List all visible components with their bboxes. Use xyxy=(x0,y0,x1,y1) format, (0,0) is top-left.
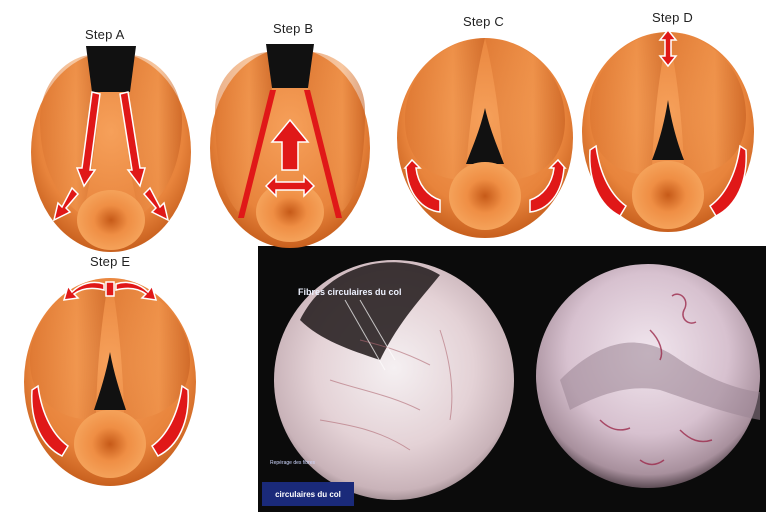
photo-caption: Fibres circulaires du col xyxy=(298,287,402,297)
photo-corner-label: circulaires du col xyxy=(275,490,341,499)
cervix xyxy=(632,161,704,229)
photo-corner-label-box: circulaires du col xyxy=(262,482,354,506)
hysteroscopy-right-view xyxy=(536,264,760,488)
cervix xyxy=(74,410,146,478)
septum-cavity xyxy=(86,46,136,92)
cervix xyxy=(449,162,521,230)
step-a-diagram xyxy=(31,46,191,252)
cervix xyxy=(256,182,324,242)
photo-corner-note: Repérage des fibres xyxy=(270,460,315,466)
step-b-diagram xyxy=(210,44,370,248)
step-c-diagram xyxy=(397,38,573,238)
septum-cavity xyxy=(266,44,314,88)
step-d-diagram xyxy=(582,30,754,232)
cervix xyxy=(77,190,145,250)
step-e-diagram xyxy=(24,278,196,486)
